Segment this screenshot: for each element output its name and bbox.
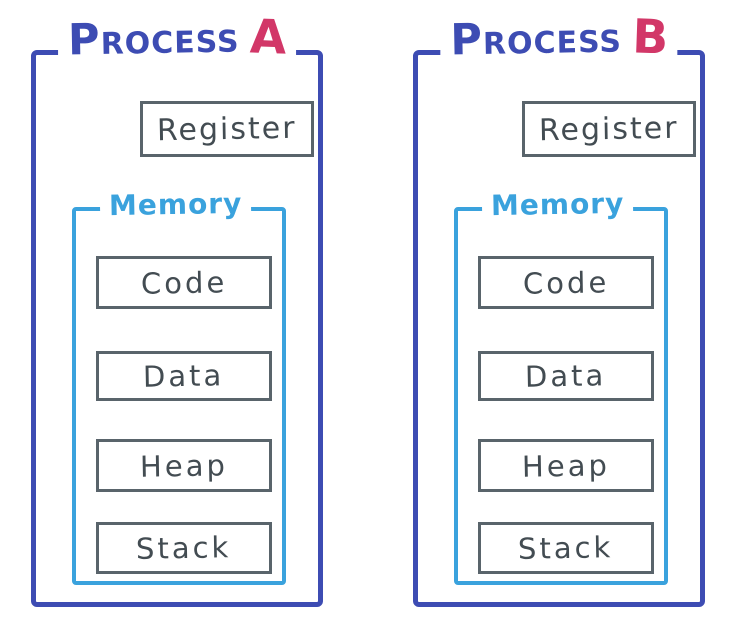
process-a-stack-box: Stack bbox=[96, 522, 272, 574]
process-a-box: Process A Register Memory Code Data Heap… bbox=[31, 9, 323, 607]
memory-label: Memory bbox=[481, 186, 634, 223]
process-a-data-box: Data bbox=[96, 351, 272, 401]
process-b-register-box: Register bbox=[522, 101, 696, 157]
process-b-title: Process B bbox=[440, 9, 678, 66]
register-label: Register bbox=[538, 110, 680, 148]
process-b-box: Process B Register Memory Code Data Heap… bbox=[413, 9, 705, 607]
process-a-heap-box: Heap bbox=[96, 439, 272, 492]
process-a-title-word: Process bbox=[67, 12, 240, 66]
process-b-code-box: Code bbox=[478, 256, 654, 309]
register-label: Register bbox=[156, 110, 298, 148]
process-b-title-letter: B bbox=[630, 9, 669, 66]
data-label: Data bbox=[525, 358, 607, 394]
process-b-stack-box: Stack bbox=[478, 522, 654, 574]
process-b-data-box: Data bbox=[478, 351, 654, 401]
process-b-memory-box: Memory Code Data Heap Stack bbox=[454, 186, 668, 585]
process-b-title-word: Process bbox=[449, 12, 623, 66]
data-label: Data bbox=[143, 358, 225, 394]
process-a-register-box: Register bbox=[140, 101, 314, 157]
stack-label: Stack bbox=[518, 530, 614, 566]
heap-label: Heap bbox=[521, 447, 611, 484]
process-a-title-letter: A bbox=[248, 9, 287, 66]
process-b-heap-box: Heap bbox=[478, 439, 654, 492]
stack-label: Stack bbox=[136, 530, 232, 566]
process-a-title: Process A bbox=[58, 9, 296, 66]
process-a-memory-box: Memory Code Data Heap Stack bbox=[72, 186, 286, 585]
process-a-code-box: Code bbox=[96, 256, 272, 309]
code-label: Code bbox=[522, 264, 610, 301]
heap-label: Heap bbox=[139, 447, 229, 484]
memory-label: Memory bbox=[99, 186, 252, 223]
code-label: Code bbox=[140, 264, 228, 301]
